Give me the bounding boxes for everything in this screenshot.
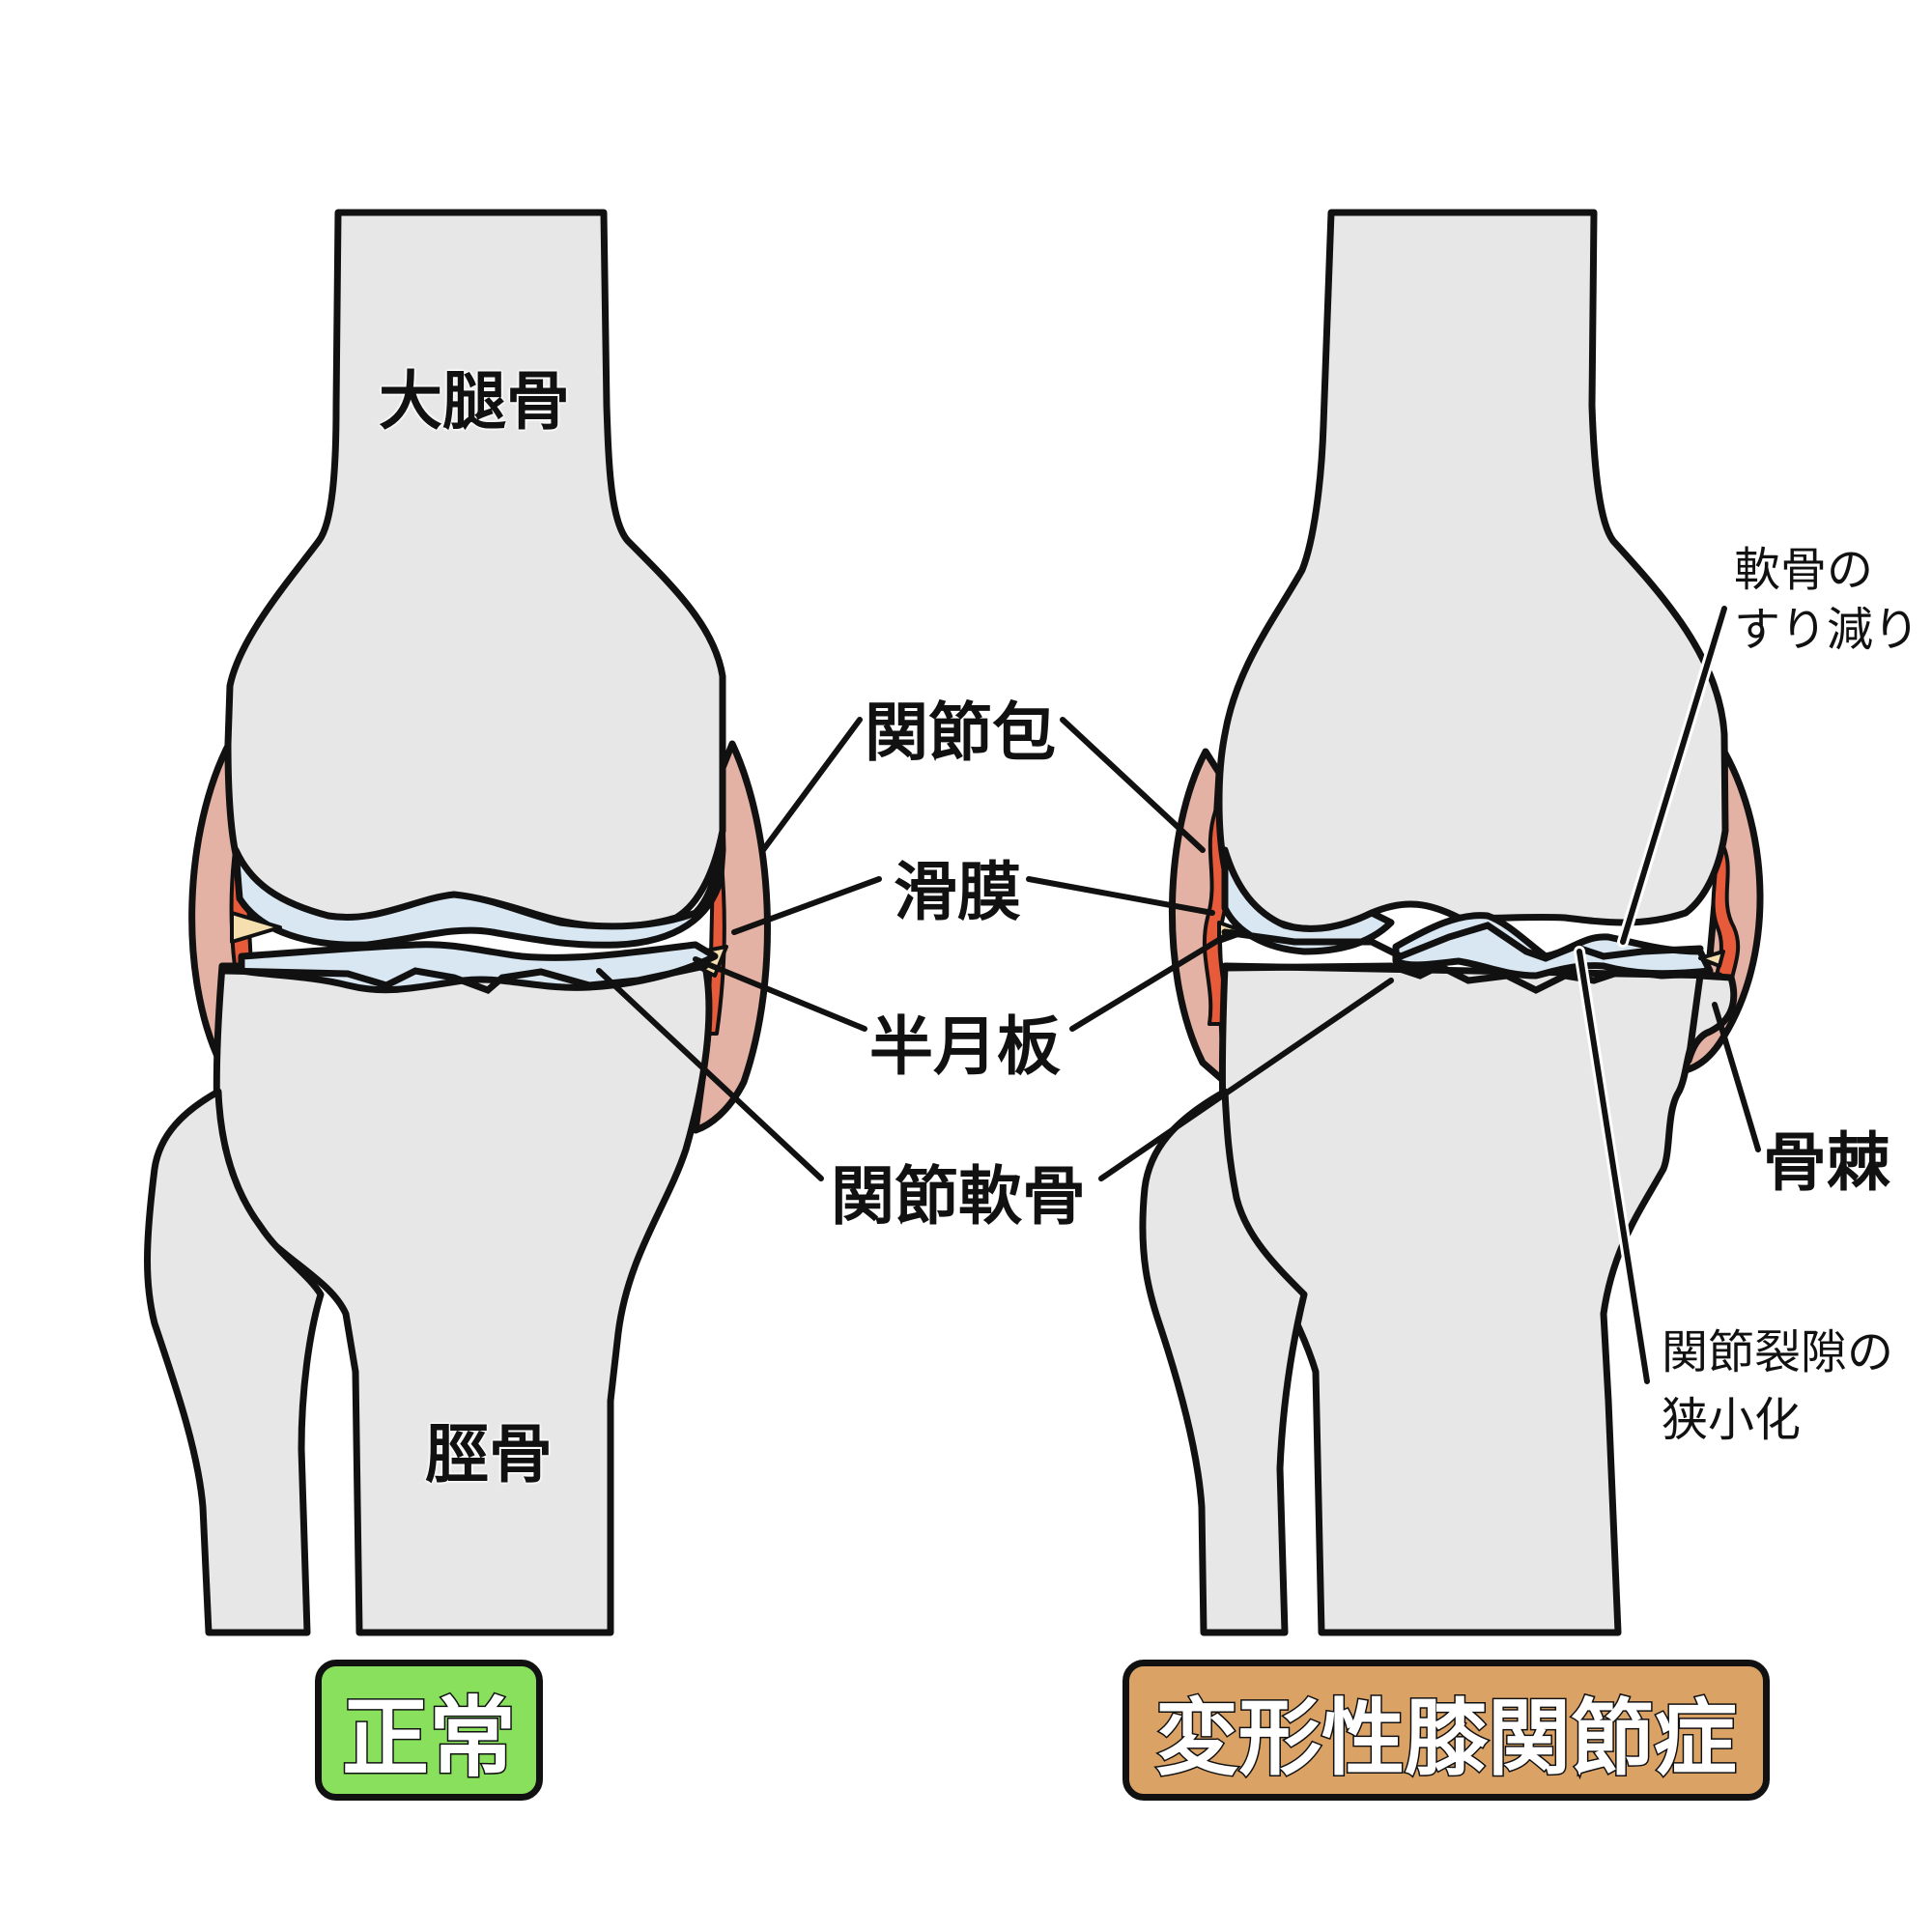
- normal-badge: 正常: [315, 1660, 543, 1801]
- label-synovium: 滑膜: [894, 855, 1021, 929]
- oa-badge: 変形性膝関節症: [1122, 1660, 1770, 1801]
- oa-knee: [1139, 209, 1764, 1636]
- oa-badge-label: 変形性膝関節症: [1154, 1689, 1739, 1788]
- leader-synovium-oa: [1026, 876, 1215, 916]
- normal-badge-label: 正常: [341, 1687, 518, 1791]
- leader-wear: [1620, 606, 1727, 945]
- oa-meniscus-right: [1698, 950, 1725, 968]
- leader-capsule-normal: [760, 717, 863, 853]
- oa-fibula: [1139, 1088, 1308, 1636]
- label-joint-space-line2: 狭小化: [1662, 1393, 1802, 1447]
- oa-femur: [1215, 209, 1729, 932]
- normal-femur: [224, 209, 726, 930]
- femur-label: 大腿骨: [379, 364, 570, 439]
- label-capsule: 関節包: [865, 696, 1056, 770]
- leader-meniscus-normal: [693, 956, 867, 1032]
- oa-osteophyte: [1685, 972, 1738, 1065]
- leader-cartilage-normal: [596, 968, 824, 1181]
- tibia-label: 脛骨: [425, 1417, 553, 1492]
- leader-joint-space: [1577, 949, 1650, 1384]
- leader-synovium-normal: [731, 876, 882, 935]
- leader-osteophyte: [1712, 1002, 1761, 1152]
- leader-cartilage-oa: [1098, 978, 1394, 1181]
- normal-fibula: [144, 1088, 325, 1636]
- oa-femur-contact-line: [1221, 922, 1704, 962]
- leader-lines: [596, 603, 1761, 1387]
- label-cartilage: 関節軟骨: [831, 1159, 1086, 1234]
- normal-meniscus-left: [230, 911, 282, 944]
- label-joint-space-line1: 関節裂隙の: [1662, 1325, 1894, 1379]
- label-meniscus: 半月板: [869, 1009, 1061, 1084]
- label-cartilage-wear-line1: 軟骨の: [1734, 543, 1874, 597]
- leader-meniscus-oa: [1069, 929, 1235, 1032]
- leader-capsule-oa: [1060, 717, 1206, 853]
- oa-tibia-plateau-line: [1221, 962, 1728, 994]
- label-osteophyte: 骨棘: [1763, 1125, 1890, 1200]
- normal-knee: [144, 209, 771, 1636]
- label-cartilage-wear-line2: すり減り: [1734, 603, 1920, 657]
- normal-femur-cartilage: [232, 846, 724, 949]
- normal-tibia-plateau-line: [220, 962, 709, 995]
- oa-femur-cartilage: [1221, 846, 1395, 955]
